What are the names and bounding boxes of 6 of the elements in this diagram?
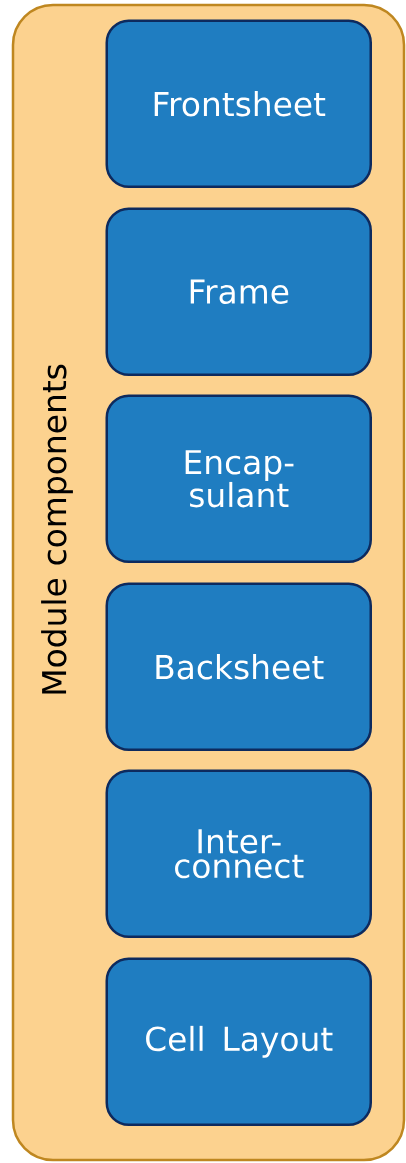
component-box: Cell Layout xyxy=(105,957,372,1126)
component-box: Backsheet xyxy=(105,582,372,751)
component-box: Frame xyxy=(105,207,372,376)
component-box: Inter- connect xyxy=(105,769,372,938)
component-box: Encap- sulant xyxy=(105,394,372,563)
component-box: Frontsheet xyxy=(105,19,372,188)
